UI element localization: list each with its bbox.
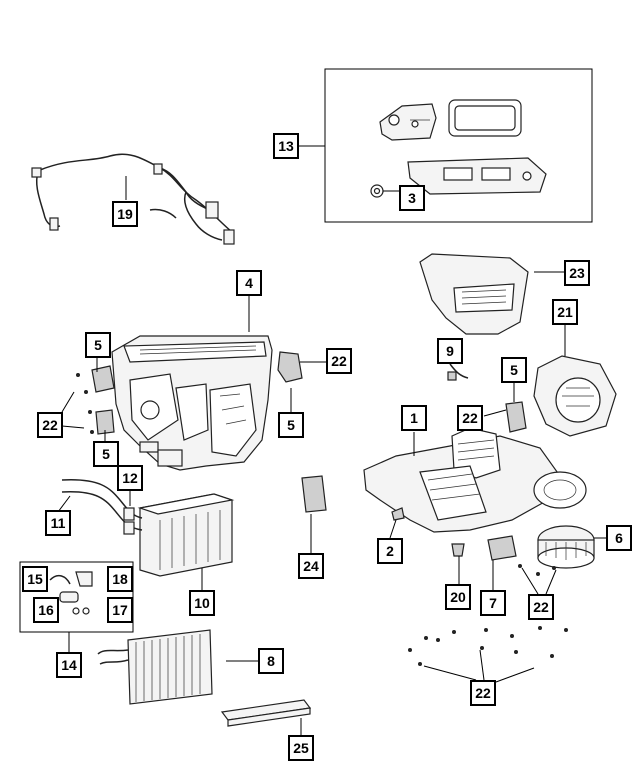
blower-motor-housing xyxy=(533,355,617,437)
callout-6[interactable]: 6 xyxy=(606,525,632,551)
drain-clip xyxy=(391,507,405,521)
callout-21[interactable]: 21 xyxy=(552,299,578,325)
seal-gasket xyxy=(448,99,522,137)
air-inlet-housing xyxy=(419,253,529,335)
callout-15[interactable]: 15 xyxy=(22,566,48,592)
callout-13[interactable]: 13 xyxy=(273,133,299,159)
evaporator-core xyxy=(97,629,213,705)
callout-3[interactable]: 3 xyxy=(399,185,425,211)
callout-11[interactable]: 11 xyxy=(45,510,71,536)
o-ring-clip xyxy=(49,571,93,615)
callout-19[interactable]: 19 xyxy=(112,201,138,227)
temperature-sensor xyxy=(447,363,469,381)
callout-1[interactable]: 1 xyxy=(401,405,427,431)
callout-13-group-frame xyxy=(324,68,593,223)
door-link-bracket xyxy=(379,103,437,141)
heater-core xyxy=(137,493,235,577)
callout-7[interactable]: 7 xyxy=(480,590,506,616)
leader-22c xyxy=(483,409,507,417)
callout-22-left[interactable]: 22 xyxy=(37,412,63,438)
callout-9[interactable]: 9 xyxy=(437,338,463,364)
callout-2[interactable]: 2 xyxy=(377,538,403,564)
callout-18[interactable]: 18 xyxy=(107,566,133,592)
callout-14-group-frame xyxy=(19,561,134,633)
blower-motor xyxy=(537,525,595,569)
actuator-lower xyxy=(95,409,115,435)
leader-22e-2 xyxy=(479,649,485,681)
callout-22-bottom[interactable]: 22 xyxy=(470,680,496,706)
leader-2 xyxy=(389,519,397,539)
wiring-harness xyxy=(31,153,235,245)
seal-tray xyxy=(407,157,547,195)
screws-left xyxy=(76,373,94,434)
leader-22d-1 xyxy=(521,567,539,595)
callout-5-center[interactable]: 5 xyxy=(278,412,304,438)
callout-22-upper-center[interactable]: 22 xyxy=(326,348,352,374)
actuator-left xyxy=(91,365,115,393)
sensor-module xyxy=(301,475,327,513)
callout-14[interactable]: 14 xyxy=(56,652,82,678)
callout-17[interactable]: 17 xyxy=(107,597,133,623)
leader-22a xyxy=(61,391,75,413)
callout-4[interactable]: 4 xyxy=(236,270,262,296)
callout-5-upper-left[interactable]: 5 xyxy=(85,332,111,358)
callout-22-right[interactable]: 22 xyxy=(457,405,483,431)
actuator-right xyxy=(277,351,303,383)
callout-23[interactable]: 23 xyxy=(564,260,590,286)
callout-8[interactable]: 8 xyxy=(258,648,284,674)
leader-22d-2 xyxy=(545,569,557,595)
drain-tube xyxy=(451,543,465,557)
heater-core-tubes xyxy=(61,479,143,535)
callout-5-right[interactable]: 5 xyxy=(501,357,527,383)
leader-22a-2 xyxy=(61,425,85,429)
leader-22e-1 xyxy=(423,665,477,681)
leader-22e-3 xyxy=(495,667,535,683)
actuator-right-side xyxy=(505,401,527,433)
callout-22-lower-right[interactable]: 22 xyxy=(528,594,554,620)
hvac-housing-front xyxy=(111,335,273,471)
callout-12[interactable]: 12 xyxy=(117,465,143,491)
callout-10[interactable]: 10 xyxy=(189,590,215,616)
grommet-hole xyxy=(373,187,381,195)
callout-5-lower-left[interactable]: 5 xyxy=(93,441,119,467)
leader-11 xyxy=(57,495,71,513)
blower-resistor xyxy=(487,535,517,561)
fastener-screws xyxy=(408,564,568,666)
callout-24[interactable]: 24 xyxy=(298,553,324,579)
callout-16[interactable]: 16 xyxy=(33,597,59,623)
callout-20[interactable]: 20 xyxy=(445,584,471,610)
cabin-filter xyxy=(220,699,312,727)
hvac-housing-main xyxy=(363,427,587,533)
callout-25[interactable]: 25 xyxy=(288,735,314,761)
